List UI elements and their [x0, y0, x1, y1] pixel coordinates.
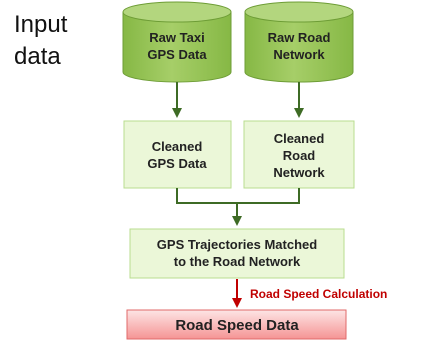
raw-road-line2: Network	[273, 47, 325, 62]
cleaned-road-network-node: Cleaned Road Network	[243, 120, 355, 189]
raw-road-network-node: Raw Road Network	[244, 1, 354, 83]
input-label-line2: data	[14, 43, 61, 70]
merge-connector	[176, 188, 300, 226]
matched-line2: to the Road Network	[174, 254, 301, 269]
cleaned-gps-line1: Cleaned	[152, 139, 203, 154]
raw-taxi-gps-data-node: Raw Taxi GPS Data	[122, 1, 232, 83]
raw-road-line1: Raw Road	[268, 30, 331, 45]
road-speed-calculation-label: Road Speed Calculation	[250, 287, 387, 301]
raw-taxi-line1: Raw Taxi	[149, 30, 204, 45]
cleaned-road-line2: Road	[283, 148, 316, 163]
input-label-line1: Input	[14, 11, 68, 38]
cleaned-road-line3: Network	[273, 165, 325, 180]
road-speed-data-node: Road Speed Data	[126, 309, 347, 340]
cleaned-gps-data-node: Cleaned GPS Data	[123, 120, 232, 189]
cleaned-gps-line2: GPS Data	[147, 156, 207, 171]
raw-taxi-line2: GPS Data	[147, 47, 207, 62]
matched-trajectories-node: GPS Trajectories Matched to the Road Net…	[129, 228, 345, 279]
road-speed-data-label: Road Speed Data	[175, 317, 299, 334]
cleaned-road-line1: Cleaned	[274, 131, 325, 146]
matched-line1: GPS Trajectories Matched	[157, 237, 317, 252]
